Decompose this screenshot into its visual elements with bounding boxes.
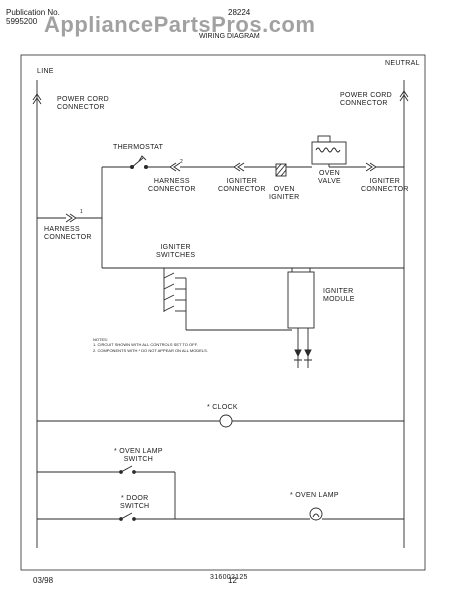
watermark: AppliancePartsPros.com <box>44 12 316 37</box>
harness-connector-left-label: HARNESS CONNECTOR <box>44 226 92 241</box>
pin-1-label: 1 <box>80 209 84 215</box>
igniter-module-symbol <box>287 271 315 329</box>
diagram-title: WIRING DIAGRAM <box>199 33 260 40</box>
igniter-switches-label: IGNITER SWITCHES <box>156 244 196 259</box>
neutral-label: NEUTRAL <box>385 60 420 67</box>
clock-label: * CLOCK <box>207 404 238 411</box>
clock-symbol <box>219 414 233 428</box>
oven-valve-label: OVEN VALVE <box>318 170 342 185</box>
notes-line-2: 2. COMPONENTS WITH * DO NOT APPEAR ON AL… <box>93 348 208 353</box>
power-cord-connector-left-label: POWER CORD CONNECTOR <box>57 96 109 111</box>
footer-date: 03/98 <box>33 576 54 585</box>
oven-lamp-label: * OVEN LAMP <box>290 492 339 499</box>
oven-igniter-label: OVEN IGNITER <box>269 186 300 201</box>
oven-lamp-switch-contact <box>120 465 133 473</box>
oven-lamp-switch-label: * OVEN LAMP SWITCH <box>114 448 163 463</box>
igniter-module-label: IGNITER MODULE <box>323 288 355 303</box>
model-number: 28224 <box>228 8 251 17</box>
thermostat-label: THERMOSTAT <box>113 144 164 151</box>
igniter-connector-right-label: IGNITER CONNECTOR <box>361 178 409 193</box>
publication-number: 5995200 <box>6 17 38 26</box>
thermostat-contact <box>131 157 144 168</box>
door-switch-label: * DOOR SWITCH <box>120 495 150 510</box>
power-cord-connector-right-symbol <box>399 90 409 102</box>
igniter-connector-left-label: IGNITER CONNECTOR <box>218 178 266 193</box>
power-cord-connector-left-symbol <box>32 93 42 105</box>
notes-line-1: 1. CIRCUIT SHOWN WITH ALL CONTROLS SET T… <box>93 342 198 347</box>
notes-title: NOTES: <box>93 337 108 342</box>
oven-lamp-symbol <box>309 507 323 521</box>
harness-connector-top-symbol <box>169 162 181 172</box>
power-cord-connector-right-label: POWER CORD CONNECTOR <box>340 92 392 107</box>
harness-connector-left-symbol <box>65 213 77 223</box>
pin-2-label: 2 <box>180 159 184 165</box>
igniter-switch-contacts <box>163 272 186 312</box>
line-label: LINE <box>37 68 54 75</box>
thermostat-symbol <box>138 155 147 162</box>
oven-valve-symbol <box>311 141 347 165</box>
publication-label: Publication No. <box>6 8 60 17</box>
diagram-frame <box>20 54 426 571</box>
drawing-number: 316002125 <box>210 574 248 581</box>
page-number: 12 <box>228 576 237 585</box>
harness-connector-top-label: HARNESS CONNECTOR <box>148 178 196 193</box>
door-switch-contact <box>120 512 133 520</box>
igniter-connector-right-symbol <box>365 162 377 172</box>
igniter-connector-left-symbol <box>233 162 245 172</box>
